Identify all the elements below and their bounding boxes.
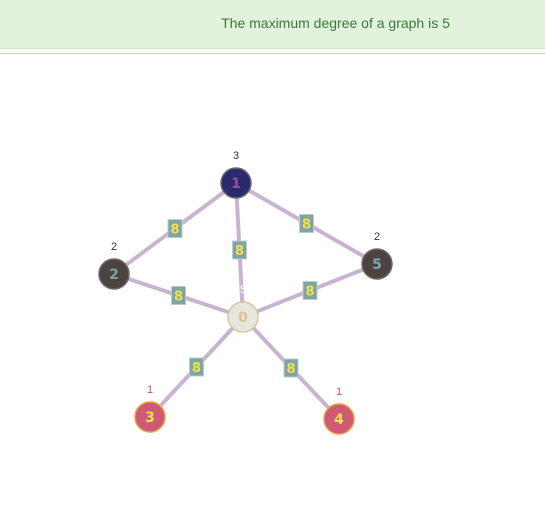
node-label: 5 [372,257,382,273]
edge-weight-label: 8 [170,223,179,238]
edge-weight-label: 8 [174,290,183,305]
edge-2-0: 8 [112,272,245,319]
node-label: 1 [231,176,241,192]
edge-1-2: 8 [112,181,238,276]
max-degree-message: The maximum degree of a graph is 5 [221,15,450,31]
node-degree-label: 1 [147,384,153,396]
edge-weight-label: 8 [235,244,244,259]
node-degree-label: 2 [374,231,380,243]
node-degree-label: 2 [111,241,117,253]
node-2[interactable]: 22 [98,241,130,290]
node-circle [227,301,259,333]
node-label: 4 [334,412,344,428]
node-degree-label: 1 [336,386,342,398]
node-circle [220,167,252,199]
edge-weight-box [299,214,314,233]
edge-0-4: 8 [241,315,341,421]
edges-layer: 8 8 8 8 8 8 8 [112,181,379,421]
node-label: 3 [145,410,155,426]
node-1[interactable]: 13 [220,150,252,199]
info-banner: The maximum degree of a graph is 5 [0,0,545,49]
node-circle [134,401,166,433]
edge-1-0: 8 [232,181,247,319]
node-circle [323,403,355,435]
node-5[interactable]: 52 [361,231,393,280]
node-label: 0 [238,310,248,326]
edge-weight-label: 8 [305,285,314,300]
edge-weight-label: 8 [302,218,311,233]
edge-weight-box [189,357,204,377]
node-4[interactable]: 41 [323,386,355,435]
edge-weight-box [302,281,318,300]
node-circle [98,258,130,290]
edge-5-0: 8 [241,262,379,319]
edge-weight-box [232,240,247,260]
edge-weight-box [171,286,186,305]
node-3[interactable]: 31 [134,384,166,433]
edge-1-5: 8 [234,181,379,266]
node-0[interactable]: 05 [227,284,259,333]
edge-0-3: 8 [148,315,245,419]
divider [0,53,545,54]
node-degree-label: 3 [233,150,239,162]
node-label: 2 [109,267,119,283]
edge-weight-label: 8 [192,361,201,376]
node-circle [361,248,393,280]
edge-weight-box [283,358,299,378]
edge-weight-label: 8 [286,362,295,377]
node-degree-label: 5 [240,284,246,296]
edge-weight-box [167,219,183,238]
